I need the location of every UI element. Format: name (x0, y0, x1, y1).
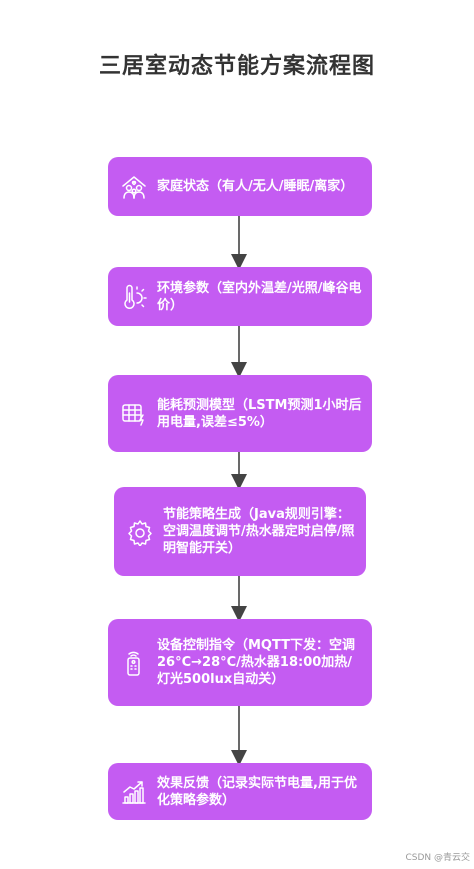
calendar-energy-icon (120, 400, 148, 428)
remote-control-icon (120, 649, 148, 677)
step-label: 节能策略生成（Java规则引擎：空调温度调节/热水器定时启停/照明智能开关） (163, 507, 355, 556)
watermark: CSDN @青云交 (405, 853, 470, 863)
step-energy-prediction: 能耗预测模型（LSTM预测1小时后用电量,误差≤5%） (108, 375, 372, 452)
step-effect-feedback: 效果反馈（记录实际节电量,用于优化策略参数） (108, 763, 372, 820)
step-label: 设备控制指令（MQTT下发：空调26°C→28°C/热水器18:00加热/灯光5… (157, 638, 356, 687)
thermometer-sun-icon (120, 283, 148, 311)
step-label: 家庭状态（有人/无人/睡眠/离家） (157, 179, 354, 194)
step-family-status: 家庭状态（有人/无人/睡眠/离家） (108, 157, 372, 216)
step-environment-params: 环境参数（室内外温差/光照/峰谷电价） (108, 267, 372, 326)
growth-chart-icon (120, 778, 148, 806)
step-label: 环境参数（室内外温差/光照/峰谷电价） (157, 280, 362, 313)
step-label: 能耗预测模型（LSTM预测1小时后用电量,误差≤5%） (157, 397, 362, 430)
step-strategy-generation: 节能策略生成（Java规则引擎：空调温度调节/热水器定时启停/照明智能开关） (114, 487, 366, 576)
step-label: 效果反馈（记录实际节电量,用于优化策略参数） (157, 775, 357, 808)
gear-icon (126, 518, 154, 546)
step-device-control: 设备控制指令（MQTT下发：空调26°C→28°C/热水器18:00加热/灯光5… (108, 619, 372, 706)
family-icon (120, 173, 148, 201)
diagram-title: 三居室动态节能方案流程图 (98, 54, 375, 79)
